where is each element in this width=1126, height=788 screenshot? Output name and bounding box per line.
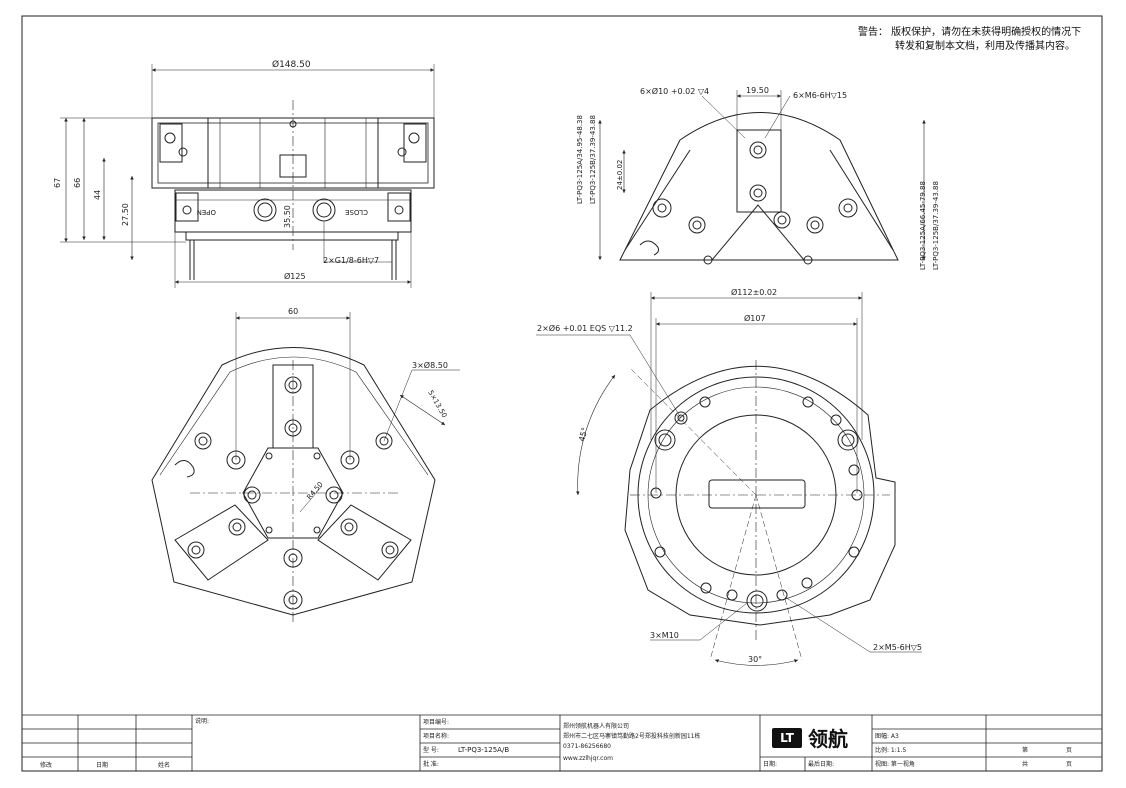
dim-front-h44: 44 <box>93 190 102 200</box>
logo-text: 领航 <box>808 727 848 751</box>
dim-top-r: R4.50 <box>305 480 324 501</box>
tb-notes: 说明: <box>195 718 210 725</box>
dim-bot-d112: Ø112±0.02 <box>731 287 777 297</box>
tb-total: 共 <box>1022 761 1029 768</box>
dim-bot-pins: 2×Ø6 +0.01 EQS ▽11.2 <box>537 323 633 333</box>
top-view <box>151 312 460 625</box>
tb-model-label: 型 号: <box>423 747 439 754</box>
label-port-close: CLOSE <box>345 208 368 216</box>
dim-top-60: 60 <box>288 307 298 316</box>
dim-side-stroke3: LT-PQ3-125A/66.45-79.88 <box>919 181 927 270</box>
dim-side-holes: 6×Ø10 +0.02 ▽4 <box>640 86 709 96</box>
tb-total-unit: 页 <box>1066 761 1073 768</box>
tb-name: 姓名 <box>158 762 171 769</box>
warning-line1: 警告： 版权保护，请勿在未获得明确授权的情况下 <box>858 27 1082 38</box>
warning-line2: 转发和复制本文档，利用及传播其内容。 <box>895 41 1075 52</box>
dim-front-h2750: 27.50 <box>121 203 130 226</box>
tb-lastmod: 最后日期: <box>808 761 835 768</box>
tb-item-no: 项目编号: <box>423 719 450 726</box>
front-view <box>60 64 435 288</box>
dim-bot-30: 30° <box>748 655 762 664</box>
tb-date: 日期 <box>96 762 109 769</box>
dim-front-3550: 35.50 <box>283 205 292 228</box>
tb-web: www.zzlhjqr.com <box>563 755 613 762</box>
dim-side-stroke1: LT-PQ3-125A/34.95-48.38 <box>576 115 584 204</box>
dim-side-stroke4: LT-PQ3-125B/37.39-43.88 <box>932 181 940 270</box>
dim-side-thread: 6×M6-6H▽15 <box>793 91 847 100</box>
dim-front-width: Ø148.50 <box>272 59 311 70</box>
tb-item-name: 项目名称: <box>423 733 450 740</box>
tb-company: 郑州领航机器人有限公司 <box>563 723 630 730</box>
logo-mark: LT <box>772 727 802 748</box>
side-view <box>598 90 926 265</box>
bottom-view <box>536 292 922 666</box>
tb-size: 图幅: A3 <box>875 733 899 740</box>
label-port-open: OPEN <box>197 208 216 216</box>
dim-bot-d107: Ø107 <box>744 313 766 323</box>
company-logo: LT 领航 <box>772 723 848 752</box>
dim-front-h66: 66 <box>73 178 82 188</box>
dim-side-1950: 19.50 <box>746 86 769 95</box>
dim-side-stroke2: LT-PQ3-125B/37.39-43.88 <box>589 115 597 204</box>
tb-page-unit: 页 <box>1066 747 1073 754</box>
tb-model: LT-PQ3-125A/B <box>458 746 510 754</box>
dim-front-port: 2×G1/8-6H▽7 <box>323 256 379 265</box>
tb-phone: 0371-86256680 <box>563 743 611 750</box>
dim-bot-m5: 2×M5-6H▽5 <box>873 643 922 652</box>
dim-front-h67: 67 <box>53 178 62 188</box>
title-block <box>22 714 1102 771</box>
tb-page: 第 <box>1022 747 1029 754</box>
sheet-border <box>21 15 1103 772</box>
dim-bot-m10: 3×M10 <box>650 631 679 640</box>
dim-front-d125: Ø125 <box>284 271 306 281</box>
dim-bot-45: 45° <box>577 426 589 442</box>
dim-top-holes: 3×Ø8.50 <box>412 360 448 370</box>
tb-scale: 比例: 1:1.5 <box>875 747 907 754</box>
tb-view: 视图: 第一视角 <box>875 761 915 768</box>
copyright-warning: 警告： 版权保护，请勿在未获得明确授权的情况下 转发和复制本文档，利用及传播其内… <box>858 26 1108 54</box>
tb-modify: 修改 <box>40 762 53 769</box>
tb-approve: 批 准: <box>423 761 439 768</box>
tb-date2: 日期: <box>763 761 778 768</box>
tb-address: 郑州市二七区马寨镇笃勤路2号郑投科技创新园11栋 <box>563 733 701 740</box>
dim-side-24: 24±0.02 <box>616 160 624 190</box>
